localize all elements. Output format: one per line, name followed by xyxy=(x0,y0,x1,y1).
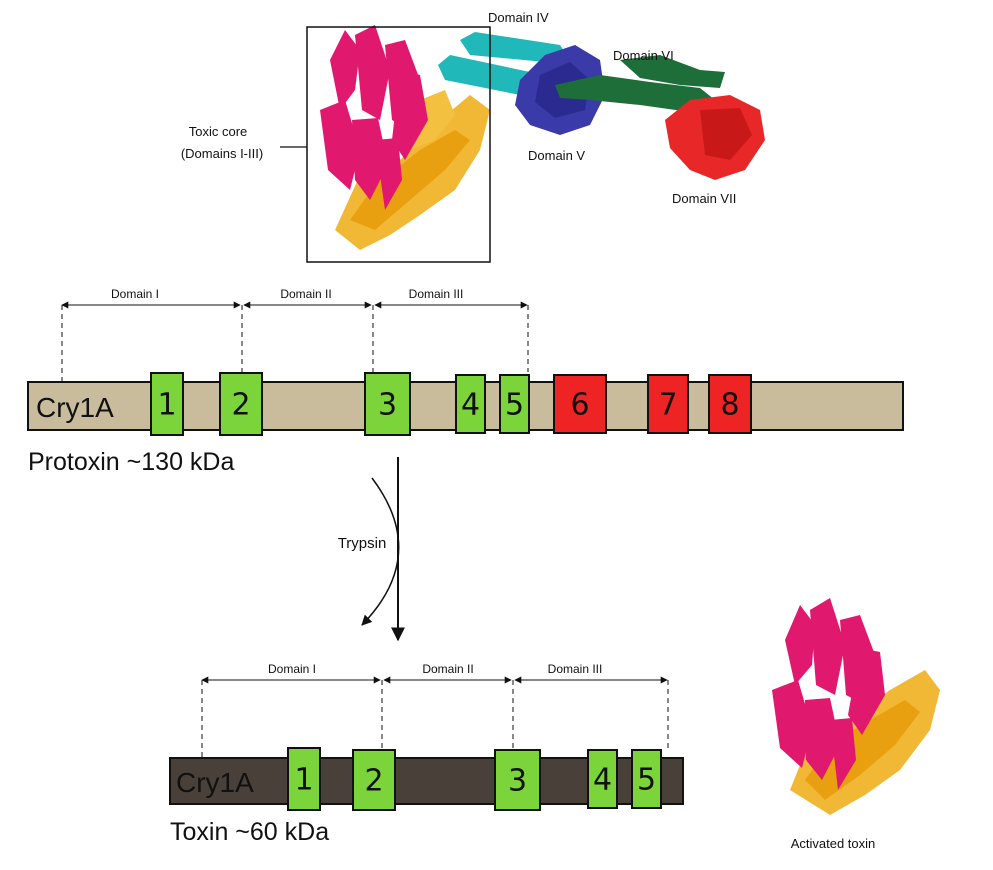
activated-toxin-label: Activated toxin xyxy=(791,836,876,851)
protoxin-block-label-4: 4 xyxy=(461,388,480,423)
domain-iv-label: Domain IV xyxy=(488,10,549,25)
toxin-caption: Toxin ~60 kDa xyxy=(170,818,329,846)
protoxin-block-label-7: 7 xyxy=(658,388,677,423)
protoxin-domain-ii-label: Domain II xyxy=(280,287,331,301)
protoxin-block-7 xyxy=(647,374,689,434)
toxin-block-3 xyxy=(494,749,541,811)
toxin-name: Cry1A xyxy=(176,767,254,798)
toxic-core-label: Toxic core xyxy=(189,124,248,139)
toxin-domain-spans xyxy=(201,676,669,758)
protoxin-caption: Protoxin ~130 kDa xyxy=(28,448,234,476)
protoxin-domain-i-label: Domain I xyxy=(111,287,159,301)
toxin-block-label-1: 1 xyxy=(294,763,313,798)
toxin-block-5 xyxy=(631,749,662,809)
pink-helices xyxy=(320,25,428,210)
toxin-block-label-2: 2 xyxy=(364,764,383,799)
protoxin-block-8 xyxy=(708,374,752,434)
protoxin-block-2 xyxy=(219,372,263,436)
full-protein-structure xyxy=(320,25,765,250)
protoxin-block-label-2: 2 xyxy=(231,388,250,423)
domain-vi-label: Domain VI xyxy=(613,48,674,63)
toxin-domain-iii-label: Domain III xyxy=(548,662,603,676)
toxic-core-box xyxy=(306,26,491,263)
toxin-block-label-3: 3 xyxy=(508,764,527,799)
red-domain-vii xyxy=(665,95,765,180)
green-domain-vi xyxy=(555,55,725,112)
protoxin-block-label-1: 1 xyxy=(157,388,176,423)
protoxin-block-1 xyxy=(150,372,184,436)
protoxin-domain-spans xyxy=(61,301,529,382)
trypsin-curved-arrow xyxy=(361,477,400,626)
domain-vii-label: Domain VII xyxy=(672,191,736,206)
protoxin-block-label-5: 5 xyxy=(505,388,524,423)
protoxin-block-label-6: 6 xyxy=(570,388,589,423)
protoxin-block-label-8: 8 xyxy=(720,388,739,423)
activated-toxin-structure xyxy=(772,598,940,815)
toxin-domain-ii-label: Domain II xyxy=(422,662,473,676)
toxin-block-label-4: 4 xyxy=(593,763,612,798)
protoxin-block-4 xyxy=(455,374,486,434)
protoxin-block-6 xyxy=(553,374,607,434)
protoxin-name: Cry1A xyxy=(36,392,114,423)
toxin-block-2 xyxy=(352,749,396,811)
protoxin-block-label-3: 3 xyxy=(378,388,397,423)
trypsin-label-bg xyxy=(326,530,394,554)
toxin-block-1 xyxy=(287,747,321,811)
toxin-block-4 xyxy=(587,749,618,809)
trypsin-label: Trypsin xyxy=(338,535,387,552)
domain-v-label: Domain V xyxy=(528,148,585,163)
toxic-core-sublabel: (Domains I-III) xyxy=(181,146,263,161)
protoxin-block-5 xyxy=(499,374,530,434)
toxin-block-label-5: 5 xyxy=(637,763,656,798)
cyan-helices-domain-iv xyxy=(438,32,570,95)
protoxin-domain-iii-label: Domain III xyxy=(409,287,464,301)
toxin-domain-i-label: Domain I xyxy=(268,662,316,676)
protoxin-block-3 xyxy=(364,372,411,436)
